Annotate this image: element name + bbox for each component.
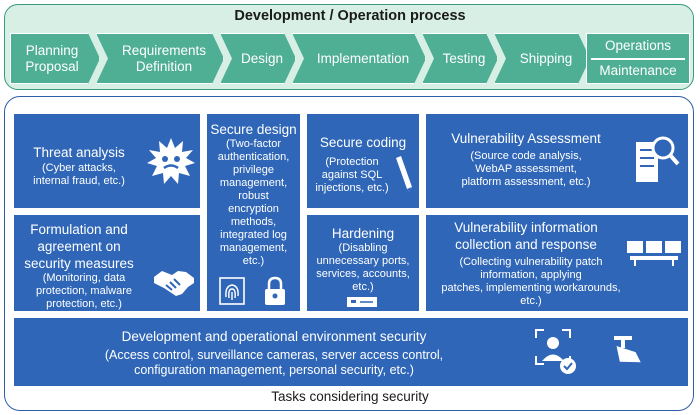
card-secure-coding: Secure coding (Protection against SQL in… bbox=[307, 114, 419, 208]
surveillance-camera-icon bbox=[614, 336, 641, 363]
card-vulnerability-assessment: Vulnerability Assessment (Source code an… bbox=[426, 114, 688, 208]
handshake-icon bbox=[154, 271, 194, 296]
security-footer-label: Tasks considering security bbox=[271, 389, 429, 404]
stage-label: Testing bbox=[442, 50, 486, 66]
stage-design: Design bbox=[220, 33, 296, 84]
card-subtitle: (Protection against SQL injections, etc.… bbox=[315, 156, 389, 194]
card-title: Vulnerability information collection and… bbox=[454, 220, 598, 252]
card-title: Vulnerability Assessment bbox=[451, 131, 601, 146]
stage-planning: Planning Proposal bbox=[10, 33, 100, 84]
stage-shipping: Shipping bbox=[494, 33, 590, 84]
stage-label: Implementation bbox=[316, 50, 410, 66]
fingerprint-icon bbox=[219, 277, 245, 305]
lock-icon bbox=[265, 276, 285, 305]
card-subtitle: (Two-factor authentication, privilege ma… bbox=[217, 138, 290, 267]
face-recognition-icon bbox=[535, 329, 576, 374]
stage-label: Planning Proposal bbox=[25, 42, 79, 74]
ops-divider bbox=[591, 58, 685, 60]
card-environment-security: Development and operational environment … bbox=[14, 318, 688, 386]
monitors-icon bbox=[627, 241, 681, 266]
card-title: Secure design bbox=[210, 122, 297, 137]
card-subtitle: (Access control, surveillance cameras, s… bbox=[104, 348, 444, 377]
card-subtitle: (Cyber attacks, internal fraud, etc.) bbox=[33, 162, 125, 187]
stage-implementation: Implementation bbox=[292, 33, 426, 84]
server-icon bbox=[347, 297, 377, 307]
card-hardening: Hardening (Disabling unnecessary ports, … bbox=[307, 215, 419, 311]
card-title: Formulation and agreement on security me… bbox=[24, 222, 134, 271]
card-secure-design: Secure design (Two-factor authentication… bbox=[207, 114, 300, 311]
stage-label: Requirements Definition bbox=[121, 42, 207, 74]
card-title: Hardening bbox=[331, 226, 395, 241]
card-title: Development and operational environment … bbox=[121, 329, 427, 344]
card-subtitle: (Monitoring, data protection, malware pr… bbox=[36, 272, 132, 310]
stage-label: Shipping bbox=[519, 50, 573, 66]
card-subtitle: (Collecting vulnerability patch informat… bbox=[441, 256, 621, 307]
card-formulation: Formulation and agreement on security me… bbox=[14, 215, 200, 311]
server-search-icon bbox=[636, 136, 680, 182]
card-title: Threat analysis bbox=[33, 145, 125, 160]
card-subtitle: (Disabling unnecessary ports, services, … bbox=[316, 242, 410, 293]
card-threat-analysis: Threat analysis (Cyber attacks, internal… bbox=[14, 114, 200, 208]
virus-icon bbox=[147, 138, 195, 184]
stage-operations-maintenance: Operations Maintenance bbox=[586, 33, 690, 84]
card-subtitle: (Source code analysis, WebAP assessment,… bbox=[461, 150, 591, 188]
card-vulnerability-info: Vulnerability information collection and… bbox=[426, 215, 688, 311]
operations-label: Operations bbox=[604, 38, 672, 53]
maintenance-label: Maintenance bbox=[599, 63, 677, 78]
pencil-icon bbox=[396, 156, 412, 192]
stage-requirements: Requirements Definition bbox=[96, 33, 224, 84]
process-title: Development / Operation process bbox=[234, 8, 466, 24]
stage-testing: Testing bbox=[422, 33, 498, 84]
stage-label: Design bbox=[240, 50, 284, 66]
card-title: Secure coding bbox=[319, 135, 407, 150]
